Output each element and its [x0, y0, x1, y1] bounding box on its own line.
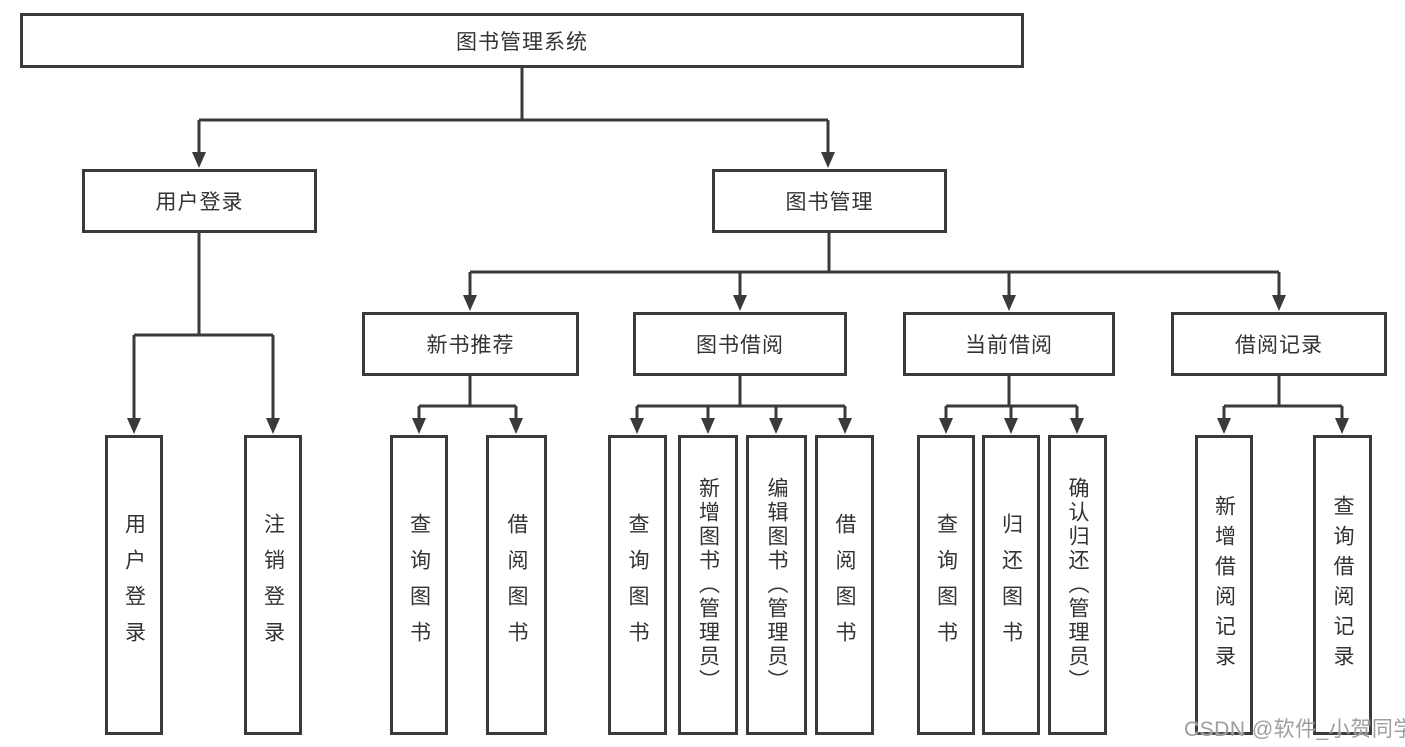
node-label: 新增图书（管理员）	[696, 477, 720, 693]
leaf-borrow-books-recommend: 借阅图书	[486, 435, 547, 735]
leaf-return-books: 归还图书	[982, 435, 1040, 735]
node-label: 新书推荐	[426, 334, 515, 357]
leaf-query-books-recommend: 查询图书	[390, 435, 448, 735]
leaf-confirm-return-admin: 确认归还（管理员）	[1048, 435, 1107, 735]
node-label: 注销登录	[261, 513, 285, 657]
leaf-query-books-current: 查询图书	[917, 435, 975, 735]
leaf-borrow-books: 借阅图书	[815, 435, 874, 735]
leaf-add-borrow-record: 新增借阅记录	[1195, 435, 1253, 735]
leaf-add-books-admin: 新增图书（管理员）	[678, 435, 738, 735]
node-label: 查询借阅记录	[1331, 495, 1354, 675]
leaf-logout: 注销登录	[244, 435, 302, 735]
node-label: 图书管理	[785, 191, 874, 214]
node-label: 当前借阅	[965, 334, 1053, 357]
node-label: 新增借阅记录	[1212, 495, 1236, 675]
leaf-query-books-borrow: 查询图书	[608, 435, 667, 735]
leaf-edit-books-admin: 编辑图书（管理员）	[746, 435, 807, 735]
node-library-management-system: 图书管理系统	[20, 13, 1024, 68]
node-current-borrow: 当前借阅	[903, 312, 1115, 376]
node-label: 借阅图书	[505, 513, 528, 657]
node-user-login: 用户登录	[82, 169, 317, 233]
node-new-book-recommend: 新书推荐	[362, 312, 579, 376]
node-label: 用户登录	[122, 513, 146, 657]
node-label: 图书管理系统	[456, 30, 588, 54]
node-label: 归还图书	[999, 513, 1023, 657]
node-label: 编辑图书（管理员）	[765, 477, 788, 693]
node-label: 借阅图书	[833, 513, 856, 657]
node-label: 图书借阅	[696, 334, 784, 357]
node-label: 查询图书	[934, 513, 958, 657]
node-label: 借阅记录	[1235, 334, 1323, 357]
node-book-borrow: 图书借阅	[633, 312, 847, 376]
node-label: 查询图书	[626, 513, 649, 657]
leaf-query-borrow-record: 查询借阅记录	[1313, 435, 1372, 735]
csdn-watermark: CSDN @软件_小贺同学	[1184, 718, 1405, 741]
node-label: 用户登录	[155, 191, 244, 214]
node-label: 确认归还（管理员）	[1066, 477, 1089, 693]
leaf-user-login: 用户登录	[105, 435, 163, 735]
arrowheads	[127, 152, 1349, 434]
node-book-management: 图书管理	[712, 169, 947, 233]
node-borrow-records: 借阅记录	[1171, 312, 1387, 376]
node-label: 查询图书	[407, 513, 431, 657]
